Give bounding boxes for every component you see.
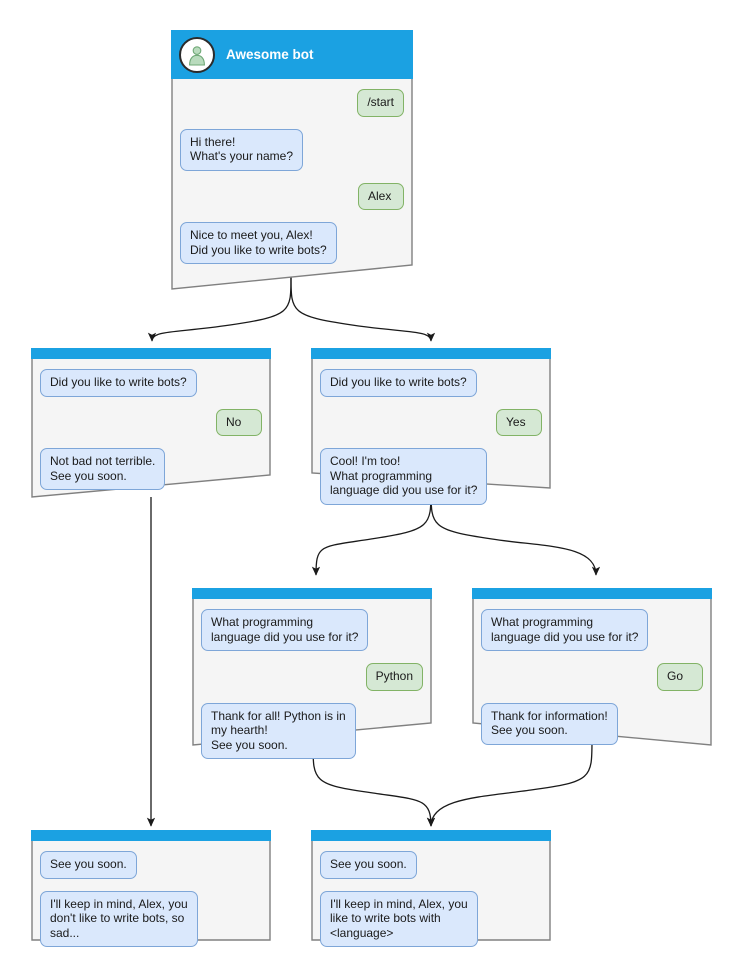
bot-message-bubble[interactable]: See you soon. xyxy=(40,851,137,879)
message-row: Go xyxy=(481,663,703,691)
node-end-sad[interactable]: See you soon. I'll keep in mind, Alex, y… xyxy=(31,830,271,947)
node-go-branch[interactable]: What programming language did you use fo… xyxy=(472,588,712,746)
message-row: Nice to meet you, Alex! Did you like to … xyxy=(180,222,404,264)
message-row: Not bad not terrible. See you soon. xyxy=(40,448,262,490)
message-row: Alex xyxy=(180,182,404,210)
bot-message-bubble[interactable]: I'll keep in mind, Alex, you like to wri… xyxy=(320,890,478,947)
user-message-bubble[interactable]: Alex xyxy=(358,182,404,210)
bot-message-bubble[interactable]: Hi there! What's your name? xyxy=(180,128,304,171)
bot-name-label: Awesome bot xyxy=(226,47,314,62)
message-row: What programming language did you use fo… xyxy=(481,609,703,651)
node-no-branch[interactable]: Did you like to write bots? No Not bad n… xyxy=(31,348,271,498)
message-row: Thank for all! Python is in my hearth! S… xyxy=(201,702,423,759)
end-happy-header xyxy=(311,830,551,841)
person-avatar-icon xyxy=(179,36,215,73)
yes-branch-chat-area: Did you like to write bots? Yes Cool! I'… xyxy=(311,359,551,517)
user-message-bubble[interactable]: Go xyxy=(657,663,703,691)
go-branch-header xyxy=(472,588,712,599)
user-message-bubble[interactable]: No xyxy=(216,408,262,436)
bot-message-bubble[interactable]: Nice to meet you, Alex! Did you like to … xyxy=(180,222,337,264)
message-row: See you soon. xyxy=(40,851,262,879)
message-row: I'll keep in mind, Alex, you like to wri… xyxy=(320,890,542,947)
message-row: No xyxy=(40,408,262,436)
node-yes-branch[interactable]: Did you like to write bots? Yes Cool! I'… xyxy=(311,348,551,505)
bot-message-bubble[interactable]: What programming language did you use fo… xyxy=(201,609,369,651)
message-row: Thank for information! See you soon. xyxy=(481,702,703,745)
bot-message-bubble[interactable]: Thank for all! Python is in my hearth! S… xyxy=(201,702,356,759)
bot-message-bubble[interactable]: Thank for information! See you soon. xyxy=(481,702,618,745)
node-end-happy[interactable]: See you soon. I'll keep in mind, Alex, y… xyxy=(311,830,551,947)
bot-message-bubble[interactable]: What programming language did you use fo… xyxy=(481,609,649,651)
bot-message-bubble[interactable]: Did you like to write bots? xyxy=(320,369,477,397)
end-happy-chat-area: See you soon. I'll keep in mind, Alex, y… xyxy=(311,841,551,959)
message-row: I'll keep in mind, Alex, you don't like … xyxy=(40,890,262,947)
bot-message-bubble[interactable]: See you soon. xyxy=(320,851,417,879)
user-message-bubble[interactable]: Yes xyxy=(496,408,542,436)
node-python-branch[interactable]: What programming language did you use fo… xyxy=(192,588,432,759)
python-branch-header xyxy=(192,588,432,599)
user-message-bubble[interactable]: Python xyxy=(365,663,423,691)
message-row: What programming language did you use fo… xyxy=(201,609,423,651)
python-branch-chat-area: What programming language did you use fo… xyxy=(192,599,432,771)
message-row: Did you like to write bots? xyxy=(40,369,262,397)
root-header: Awesome bot xyxy=(171,30,413,79)
end-sad-chat-area: See you soon. I'll keep in mind, Alex, y… xyxy=(31,841,271,959)
bot-message-bubble[interactable]: Cool! I'm too! What programming language… xyxy=(320,448,488,505)
message-row: Did you like to write bots? xyxy=(320,369,542,397)
message-row: Python xyxy=(201,663,423,691)
no-branch-chat-area: Did you like to write bots? No Not bad n… xyxy=(31,359,271,502)
end-sad-header xyxy=(31,830,271,841)
user-message-bubble[interactable]: /start xyxy=(357,89,404,117)
message-row: /start xyxy=(180,89,404,117)
go-branch-chat-area: What programming language did you use fo… xyxy=(472,599,712,757)
bot-message-bubble[interactable]: Did you like to write bots? xyxy=(40,369,197,397)
message-row: Yes xyxy=(320,408,542,436)
message-row: Cool! I'm too! What programming language… xyxy=(320,448,542,505)
root-chat-area: /start Hi there! What's your name? Alex … xyxy=(171,79,413,276)
no-branch-header xyxy=(31,348,271,359)
message-row: See you soon. xyxy=(320,851,542,879)
bot-message-bubble[interactable]: I'll keep in mind, Alex, you don't like … xyxy=(40,890,198,947)
node-root[interactable]: Awesome bot /start Hi there! What's your… xyxy=(171,30,413,290)
yes-branch-header xyxy=(311,348,551,359)
message-row: Hi there! What's your name? xyxy=(180,128,404,171)
bot-message-bubble[interactable]: Not bad not terrible. See you soon. xyxy=(40,448,166,490)
